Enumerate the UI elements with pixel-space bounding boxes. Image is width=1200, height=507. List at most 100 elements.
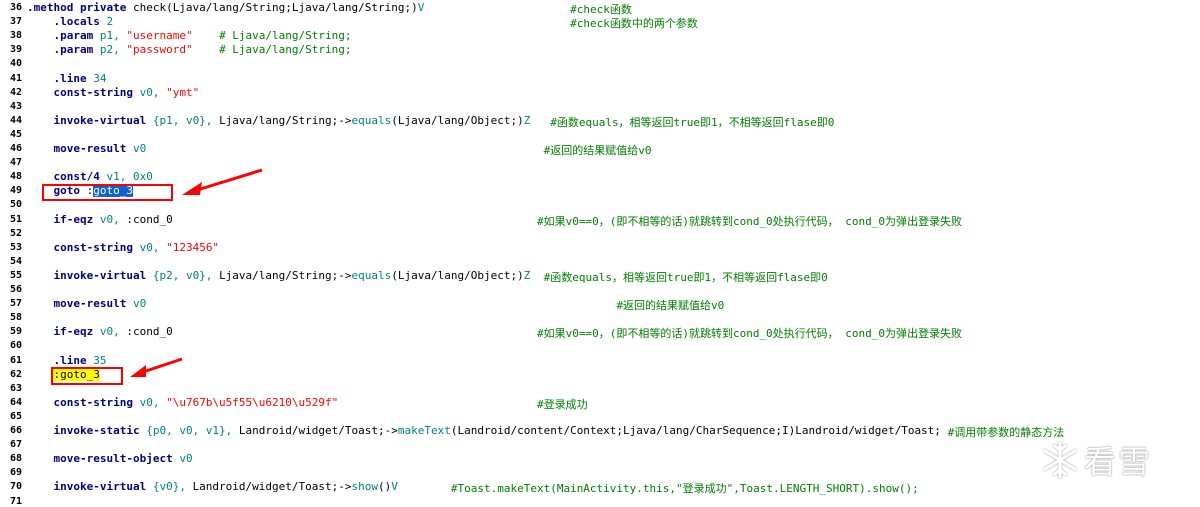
code-token: .param [53, 43, 100, 57]
line-number: 37 [9, 16, 22, 28]
code-line[interactable] [27, 339, 1200, 353]
code-token: p2, [99, 43, 127, 57]
code-line[interactable] [27, 283, 1200, 297]
code-line[interactable]: move-result v0#返回的结果赋值给v0 [27, 297, 1200, 312]
code-token: #check函数中的两个参数 [570, 17, 698, 31]
code-token: goto [53, 184, 87, 198]
line-number: 57 [9, 298, 22, 310]
line-number: 68 [9, 453, 22, 465]
code-line[interactable]: invoke-virtual {p1, v0}, Ljava/lang/Stri… [27, 113, 1200, 129]
code-token: .method private [27, 1, 133, 14]
code-token: "123456" [166, 240, 220, 254]
line-number: 55 [9, 269, 22, 281]
code-token: v0, [99, 325, 127, 339]
code-line[interactable]: .locals 2#check函数中的两个参数 [27, 15, 1200, 31]
line-number: 41 [9, 72, 22, 84]
code-token: "ymt" [166, 85, 200, 99]
code-token: v0 [132, 297, 147, 311]
code-line[interactable]: :goto_3 [27, 367, 1200, 382]
code-token: "password" [126, 43, 193, 57]
line-number: 71 [9, 495, 22, 507]
code-line[interactable]: const-string v0, "123456" [27, 241, 1200, 255]
code-line[interactable]: const/4 v1, 0x0 [27, 170, 1200, 184]
line-number: 65 [9, 410, 22, 422]
code-line[interactable]: if-eqz v0, :cond_0#如果v0==0，(即不相等的话)就跳转到c… [27, 325, 1200, 341]
code-token: if-eqz [53, 212, 100, 226]
code-token: # Ljava/lang/String; [219, 29, 352, 43]
annotation-box-goto-label [51, 367, 123, 385]
selected-token: goto_3 [93, 184, 133, 198]
code-line[interactable]: invoke-virtual {v0}, Landroid/widget/Toa… [27, 480, 1200, 495]
line-number: 36 [9, 2, 22, 13]
code-token: {p2, v0}, [152, 268, 220, 282]
code-token: Ljava/lang/String;-> [219, 113, 352, 127]
code-line[interactable] [27, 100, 1200, 114]
code-token: #如果v0==0，(即不相等的话)就跳转到cond_0处执行代码， cond_0… [536, 327, 963, 341]
highlighted-label: :goto_3 [53, 367, 100, 381]
code-line[interactable]: invoke-virtual {p2, v0}, Ljava/lang/Stri… [27, 268, 1200, 284]
line-number: 58 [9, 312, 22, 324]
code-token: : [86, 184, 94, 198]
code-token: v0, [139, 85, 167, 99]
code-token: 0x0 [132, 170, 153, 184]
code-line[interactable] [27, 382, 1200, 396]
watermark: 看雪 [1040, 436, 1190, 484]
code-line[interactable]: .method private check(Ljava/lang/String;… [27, 1, 1200, 16]
code-token: Landroid/widget/Toast;-> [192, 480, 352, 494]
line-number: 48 [9, 171, 22, 183]
code-token: (Landroid/content/Context;Ljava/lang/Cha… [450, 424, 941, 437]
code-line[interactable]: .param p1, "username"# Ljava/lang/String… [27, 29, 1200, 43]
code-line[interactable] [27, 438, 1200, 452]
line-number: 50 [9, 199, 22, 211]
code-line[interactable] [27, 495, 1200, 507]
code-line[interactable]: .line 34 [27, 72, 1200, 86]
code-token: equals [351, 113, 392, 127]
line-number: 47 [9, 157, 22, 169]
code-line[interactable]: const-string v0, "ymt" [27, 86, 1200, 100]
line-number: 67 [9, 439, 22, 451]
code-token: v0 [179, 452, 193, 466]
code-token: {v0}, [152, 480, 193, 494]
code-line[interactable] [27, 255, 1200, 269]
watermark-text: 看雪 [1084, 443, 1153, 481]
code-line[interactable] [27, 410, 1200, 424]
code-line[interactable]: goto :goto_3 [27, 184, 1200, 198]
line-number: 44 [9, 114, 22, 126]
code-line[interactable]: if-eqz v0, :cond_0#如果v0==0，(即不相等的话)就跳转到c… [27, 212, 1200, 228]
code-token: Landroid/widget/Toast;-> [238, 424, 398, 437]
code-token: invoke-virtual [53, 113, 153, 127]
code-line[interactable] [27, 311, 1200, 325]
code-token: {p0, v0, v1}, [146, 424, 239, 437]
line-number: 51 [9, 213, 22, 225]
code-line[interactable]: move-result v0#返回的结果赋值给v0 [27, 142, 1200, 157]
code-line[interactable]: move-result-object v0 [27, 452, 1200, 466]
code-token: "\u767b\u5f55\u6210\u529f" [166, 395, 339, 409]
code-line[interactable]: const-string v0, "\u767b\u5f55\u6210\u52… [27, 395, 1200, 411]
code-token: 34 [93, 71, 107, 85]
code-token: #返回的结果赋值给v0 [543, 144, 652, 157]
line-number: 39 [9, 44, 22, 56]
line-number: 40 [9, 58, 22, 70]
code-line[interactable] [27, 198, 1200, 212]
code-token: #登录成功 [536, 397, 588, 411]
code-token: Ljava/lang/String;-> [219, 268, 352, 282]
line-number: 54 [9, 255, 22, 267]
code-token: v0, [139, 240, 167, 254]
line-number: 46 [9, 143, 22, 154]
line-number: 56 [9, 284, 22, 295]
code-line[interactable] [27, 128, 1200, 142]
code-line[interactable] [27, 57, 1200, 71]
code-token: :cond_0 [126, 325, 173, 339]
code-line[interactable]: .param p2, "password"# Ljava/lang/String… [27, 43, 1200, 57]
code-token: move-result-object [53, 452, 180, 466]
code-line[interactable]: .line 35 [27, 354, 1200, 368]
code-token: {p1, v0}, [152, 113, 220, 127]
code-line[interactable] [27, 227, 1200, 241]
code-token: v1, [106, 170, 133, 184]
code-line[interactable]: invoke-static {p0, v0, v1}, Landroid/wid… [27, 424, 1200, 439]
snowflake-icon [1043, 441, 1077, 479]
code-token: #调用带参数的静态方法 [947, 426, 1065, 439]
code-line[interactable] [27, 466, 1200, 480]
line-number: 43 [9, 100, 22, 112]
